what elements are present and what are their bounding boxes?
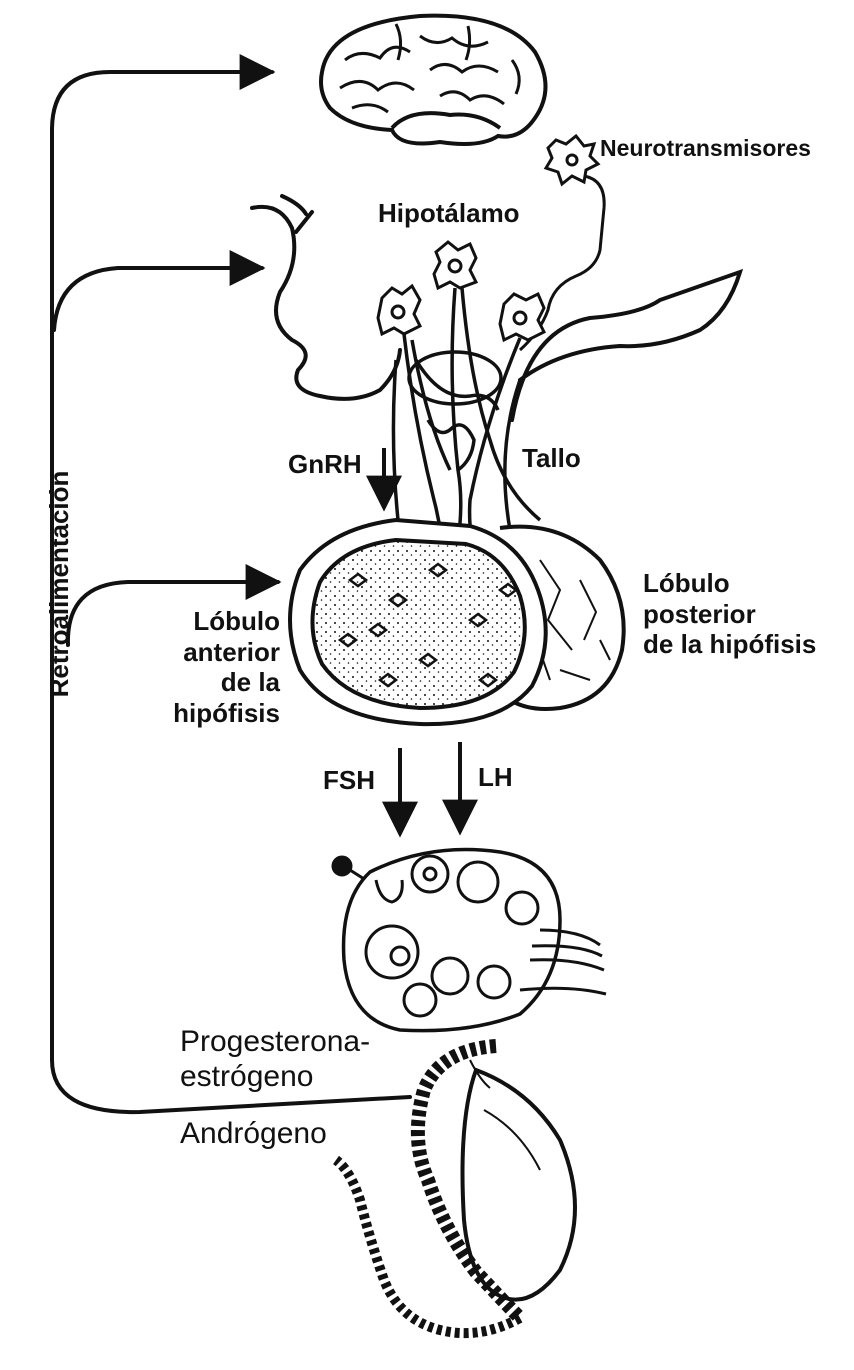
brain-icon	[321, 16, 546, 144]
follicle	[478, 966, 510, 998]
label-anterior-lobe-line-1: Lóbulo	[140, 606, 280, 637]
label-anterior-lobe-line-2: anterior	[140, 637, 280, 668]
hypothalamus-outline	[252, 196, 740, 420]
follicle	[506, 892, 538, 924]
label-lh: LH	[478, 762, 513, 793]
label-anterior-lobe: Lóbulo anterior de la hipófisis	[140, 606, 280, 729]
anterior-lobe	[290, 520, 546, 724]
neuron-center	[434, 242, 476, 288]
testis-icon	[336, 1046, 575, 1333]
neuron-right	[500, 294, 544, 340]
ovary-icon	[344, 850, 606, 1031]
label-posterior-lobe-line-2: posterior	[643, 599, 816, 630]
label-progesterone-estrogen: Progesterona- estrógeno	[180, 1024, 370, 1095]
label-gnrh: GnRH	[288, 449, 362, 480]
label-anterior-lobe-line-3: de la	[140, 667, 280, 698]
neuron-left	[378, 286, 420, 334]
label-posterior-lobe: Lóbulo posterior de la hipófisis	[643, 568, 816, 660]
follicle	[412, 856, 448, 892]
label-progesterone-line-2: estrógeno	[180, 1059, 370, 1094]
label-posterior-lobe-line-1: Lóbulo	[643, 568, 816, 599]
follicle	[432, 958, 468, 994]
feedback-arrow-hypothalamus	[54, 268, 262, 330]
label-progesterone-line-1: Progesterona-	[180, 1024, 370, 1059]
follicle	[404, 984, 436, 1016]
label-hypothalamus: Hipotálamo	[378, 198, 520, 229]
label-androgen: Andrógeno	[180, 1116, 327, 1151]
label-stalk: Tallo	[522, 443, 581, 474]
follicle	[458, 862, 498, 902]
label-anterior-lobe-line-4: hipófisis	[140, 698, 280, 729]
label-fsh: FSH	[323, 765, 375, 796]
label-neurotransmitters: Neurotransmisores	[600, 135, 811, 162]
label-feedback: Retroalimentación	[44, 464, 75, 704]
label-posterior-lobe-line-3: de la hipófisis	[643, 629, 816, 660]
